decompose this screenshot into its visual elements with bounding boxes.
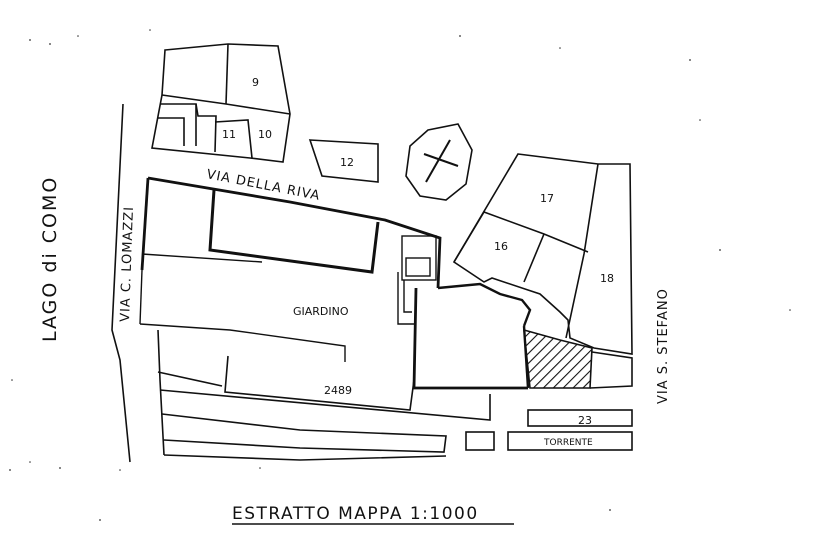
parcel-label: 11: [222, 128, 236, 141]
block-north: [151, 43, 291, 163]
parcel-label: 23: [578, 414, 592, 427]
garden-lines: [139, 253, 346, 362]
block-east: [452, 153, 633, 355]
east-boundary: [437, 282, 532, 389]
parcel-label: 12: [340, 156, 354, 169]
stream-outline: [507, 431, 633, 451]
stream-label: TORRENTE: [543, 438, 593, 448]
parcel-label: 9: [252, 76, 259, 89]
parcel-18-base: [589, 351, 633, 389]
street-label-stefano: VIA S. STEFANO: [656, 288, 671, 404]
main-property: [140, 176, 528, 390]
parcel-label: 17: [540, 192, 554, 205]
parcel-2489-outline: [157, 355, 415, 411]
street-label-lomazzi: VIA C. LOMAZZI: [118, 206, 137, 322]
parcel-label: 18: [600, 272, 614, 285]
stair-structure: [397, 235, 437, 325]
water-label: LAGO di COMO: [39, 176, 61, 342]
parcel-label: 10: [258, 128, 272, 141]
road-via-lomazzi: [111, 103, 165, 463]
scan-noise: [9, 29, 791, 521]
map-title: ESTRATTO MAPPA 1:1000: [232, 504, 479, 524]
cross-icon: [423, 139, 459, 183]
parcel-12-outline: [308, 139, 379, 183]
building-outline: [208, 189, 380, 274]
southern-strips: [159, 389, 495, 461]
parcel-23-outline: [527, 409, 633, 427]
hatched-parcel: [523, 328, 593, 389]
garden-label: GIARDINO: [293, 305, 349, 318]
parcel-label: 16: [494, 240, 508, 253]
parcel-label: 2489: [324, 384, 352, 397]
church: [405, 123, 473, 201]
